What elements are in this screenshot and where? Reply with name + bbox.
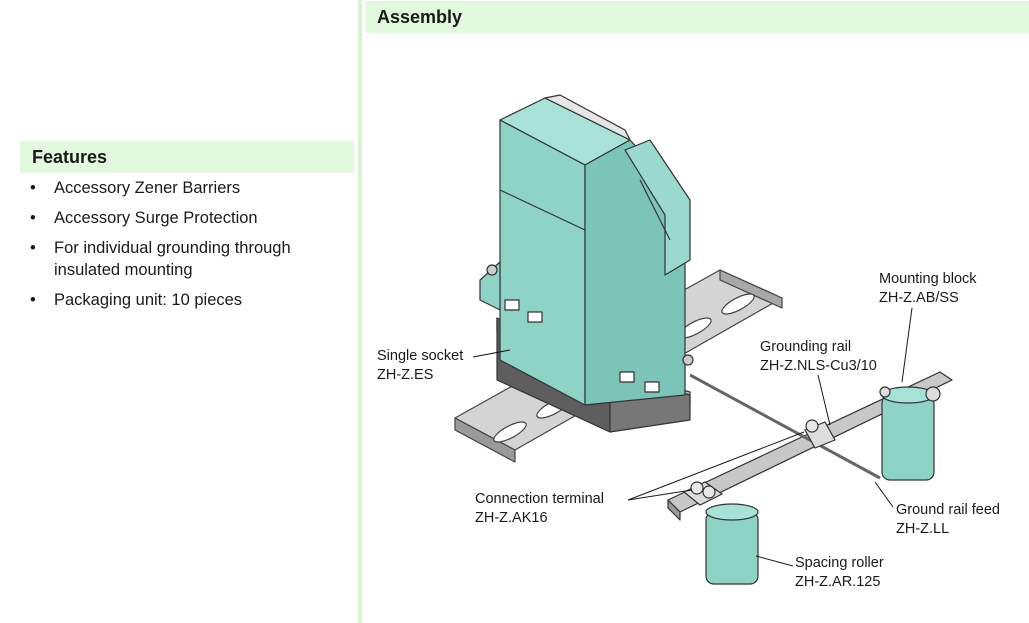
- barrier-module: [479, 94, 694, 406]
- single-socket-code: ZH-Z.ES: [377, 367, 434, 383]
- label-mounting-block: Mounting block ZH-Z.AB/SS: [879, 270, 977, 308]
- ground-rail-feed-name: Ground rail feed: [896, 502, 1000, 518]
- bullet-icon: •: [30, 179, 36, 197]
- feature-item-text: For individual grounding through insulat…: [54, 239, 291, 279]
- spacing-roller-code: ZH-Z.AR.125: [795, 574, 881, 590]
- features-header: Features: [20, 141, 354, 173]
- column-divider: [358, 0, 362, 623]
- bullet-icon: •: [30, 209, 36, 227]
- feature-item-text: Accessory Zener Barriers: [54, 179, 241, 197]
- label-connection-terminal: Connection terminal ZH-Z.AK16: [475, 490, 604, 528]
- spacing-roller-shape: [705, 503, 759, 585]
- connection-terminal-code: ZH-Z.AK16: [475, 510, 548, 526]
- bullet-icon: •: [30, 291, 36, 309]
- connection-terminal-shape: [682, 419, 836, 506]
- mounting-block-code: ZH-Z.AB/SS: [879, 290, 959, 306]
- bullet-icon: •: [30, 239, 36, 257]
- mounting-block-shape: [879, 386, 941, 481]
- mounting-block-name: Mounting block: [879, 271, 977, 287]
- assembly-header: Assembly: [366, 1, 1029, 33]
- assembly-diagram: [454, 94, 953, 585]
- spacing-roller-name: Spacing roller: [795, 555, 884, 571]
- feature-item-text: Packaging unit: 10 pieces: [54, 291, 243, 309]
- feature-item: • Packaging unit: 10 pieces: [30, 289, 330, 311]
- features-title: Features: [32, 147, 108, 167]
- feature-item-text: Accessory Surge Protection: [54, 209, 258, 227]
- grounding-rail-shape: [667, 371, 953, 521]
- features-list: • Accessory Zener Barriers • Accessory Sur…: [30, 177, 330, 319]
- label-single-socket: Single socket ZH-Z.ES: [377, 347, 463, 385]
- label-grounding-rail: Grounding rail ZH-Z.NLS-Cu3/10: [760, 338, 877, 376]
- feature-item: • Accessory Zener Barriers: [30, 177, 330, 199]
- ground-rail-feed-code: ZH-Z.LL: [896, 521, 950, 537]
- grounding-rail-name: Grounding rail: [760, 339, 852, 355]
- leader-lines: [472, 307, 913, 567]
- single-socket-name: Single socket: [377, 348, 464, 364]
- feature-item: • For individual grounding through insula…: [30, 237, 330, 281]
- label-ground-rail-feed: Ground rail feed ZH-Z.LL: [896, 501, 1000, 539]
- label-spacing-roller: Spacing roller ZH-Z.AR.125: [795, 554, 884, 592]
- feature-item: • Accessory Surge Protection: [30, 207, 330, 229]
- grounding-rail-code: ZH-Z.NLS-Cu3/10: [760, 358, 877, 374]
- assembly-title: Assembly: [377, 7, 463, 27]
- connection-terminal-name: Connection terminal: [475, 491, 604, 507]
